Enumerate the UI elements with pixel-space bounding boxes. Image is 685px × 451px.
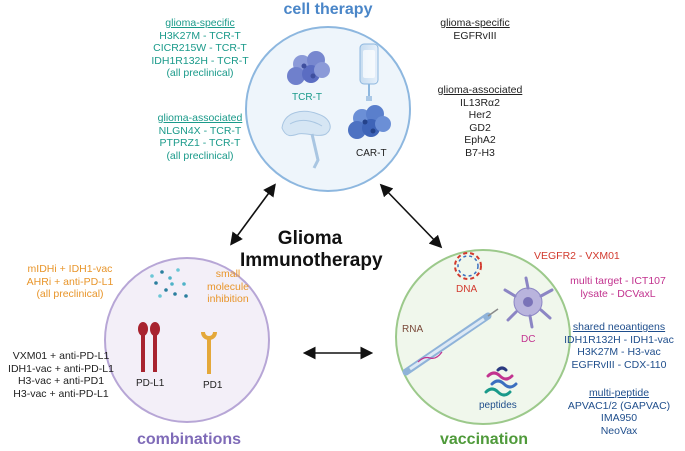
list-item: (all preclinical)	[166, 149, 234, 162]
cell-specific-right-heading: glioma-specific	[440, 17, 510, 29]
peptides-icon	[484, 366, 518, 397]
list-item: IDH1R132H - TCR-T	[151, 54, 249, 67]
list-item: IDH1-vac + anti-PD-L1	[8, 362, 114, 375]
small-molecule-label-line: inhibition	[207, 293, 249, 305]
cell-associated-left-heading: glioma-associated	[157, 112, 243, 124]
list-item: APVAC1/2 (GAPVAC)	[567, 399, 671, 412]
list-item: PTPRZ1 - TCR-T	[159, 137, 241, 149]
vaccination-circle	[395, 249, 571, 425]
list-item: lysate - DCVaxL	[580, 287, 656, 300]
tcr-t-label: TCR-T	[292, 92, 322, 103]
peptides-label: peptides	[479, 400, 517, 411]
cell-therapy-circle	[245, 26, 411, 192]
center-title-line1: Glioma	[277, 228, 343, 249]
multi-peptide-block: multi-peptide APVAC1/2 (GAPVAC) IMA950 N…	[557, 387, 681, 437]
dna-vaccine-item: VEGFR2 - VXM01	[534, 250, 620, 262]
list-item: NLGN4X - TCR-T	[158, 124, 242, 137]
list-item: (all preclinical)	[166, 67, 234, 79]
brain-section-icon	[281, 110, 331, 169]
list-item: EGFRvIII	[453, 29, 497, 42]
rna-syringe-icon	[402, 308, 499, 376]
list-item: IMA950	[600, 412, 638, 424]
center-title-line2: Immunotherapy	[240, 250, 383, 271]
cell-associated-left-block: glioma-associated NLGN4X - TCR-T PTPRZ1 …	[140, 112, 260, 162]
list-item: multi target - ICT107	[570, 275, 666, 287]
tcr-t-cells-icon	[287, 51, 330, 85]
dc-label: DC	[521, 334, 536, 345]
arrow-cell-combinations	[230, 183, 276, 246]
list-item: GD2	[469, 121, 491, 134]
shared-neoantigens-heading: shared neoantigens	[572, 321, 666, 333]
vaccination-title: vaccination	[439, 431, 529, 448]
cell-specific-left-heading: glioma-specific	[165, 17, 235, 29]
list-item: IL13Rα2	[460, 96, 500, 109]
combinations-clinical-block: VXM01 + anti-PD-L1 IDH1-vac + anti-PD-L1…	[2, 350, 120, 400]
dna-label: DNA	[456, 284, 478, 295]
list-item: NeoVax	[600, 424, 638, 437]
list-item: CICR215W - TCR-T	[153, 42, 247, 54]
list-item: (all preclinical)	[36, 288, 104, 300]
cell-therapy-title: cell therapy	[283, 1, 373, 18]
infusion-bag-icon	[359, 43, 379, 101]
cell-specific-right-block: glioma-specific EGFRvIII	[420, 17, 530, 42]
pd-l1-label: PD-L1	[136, 378, 165, 389]
car-t-cells-icon	[348, 105, 391, 139]
cell-associated-right-heading: glioma-associated	[437, 84, 523, 96]
list-item: H3-vac + anti-PD-L1	[13, 387, 109, 400]
list-item: H3K27M - TCR-T	[159, 29, 241, 42]
list-item: Her2	[468, 109, 492, 121]
list-item: H3K27M - H3-vac	[577, 346, 661, 358]
list-item: EphA2	[464, 134, 496, 146]
rna-label: RNA	[402, 324, 424, 335]
small-molecule-label-line: molecule	[206, 280, 250, 293]
list-item: H3-vac + anti-PD1	[17, 375, 105, 387]
small-molecule-label-line: small	[215, 268, 241, 280]
dc-vaccine-block: multi target - ICT107 lysate - DCVaxL	[556, 275, 680, 300]
pd1-label: PD1	[203, 380, 223, 391]
combinations-circle	[104, 257, 270, 423]
multi-peptide-heading: multi-peptide	[588, 387, 650, 399]
cell-associated-right-block: glioma-associated IL13Rα2 Her2 GD2 EphA2…	[425, 84, 535, 159]
cell-specific-left-block: glioma-specific H3K27M - TCR-T CICR215W …	[140, 17, 260, 80]
combinations-preclinical-block: mIDHi + IDH1-vac AHRi + anti-PD-L1 (all …	[10, 263, 130, 301]
combinations-title: combinations	[137, 431, 242, 448]
list-item: IDH1R132H - IDH1-vac	[564, 333, 674, 346]
list-item: EGFRvIII - CDX-110	[571, 358, 667, 371]
list-item: mIDHi + IDH1-vac	[27, 263, 113, 275]
list-item: AHRi + anti-PD-L1	[26, 275, 114, 288]
center-title: Glioma Immunotherapy	[240, 228, 383, 272]
dendritic-cell-icon	[503, 276, 554, 329]
dna-plasmid-icon	[454, 252, 482, 280]
arrow-cell-vaccination	[379, 183, 443, 249]
pd-l1-receptor-icon	[138, 322, 160, 372]
small-molecule-dots-icon	[150, 268, 188, 298]
shared-neoantigens-block: shared neoantigens IDH1R132H - IDH1-vac …	[557, 321, 681, 371]
small-molecule-label: small molecule inhibition	[196, 268, 260, 306]
car-t-label: CAR-T	[356, 148, 387, 159]
pd1-receptor-icon	[201, 331, 217, 374]
list-item: B7-H3	[465, 146, 495, 159]
list-item: VXM01 + anti-PD-L1	[12, 350, 110, 362]
